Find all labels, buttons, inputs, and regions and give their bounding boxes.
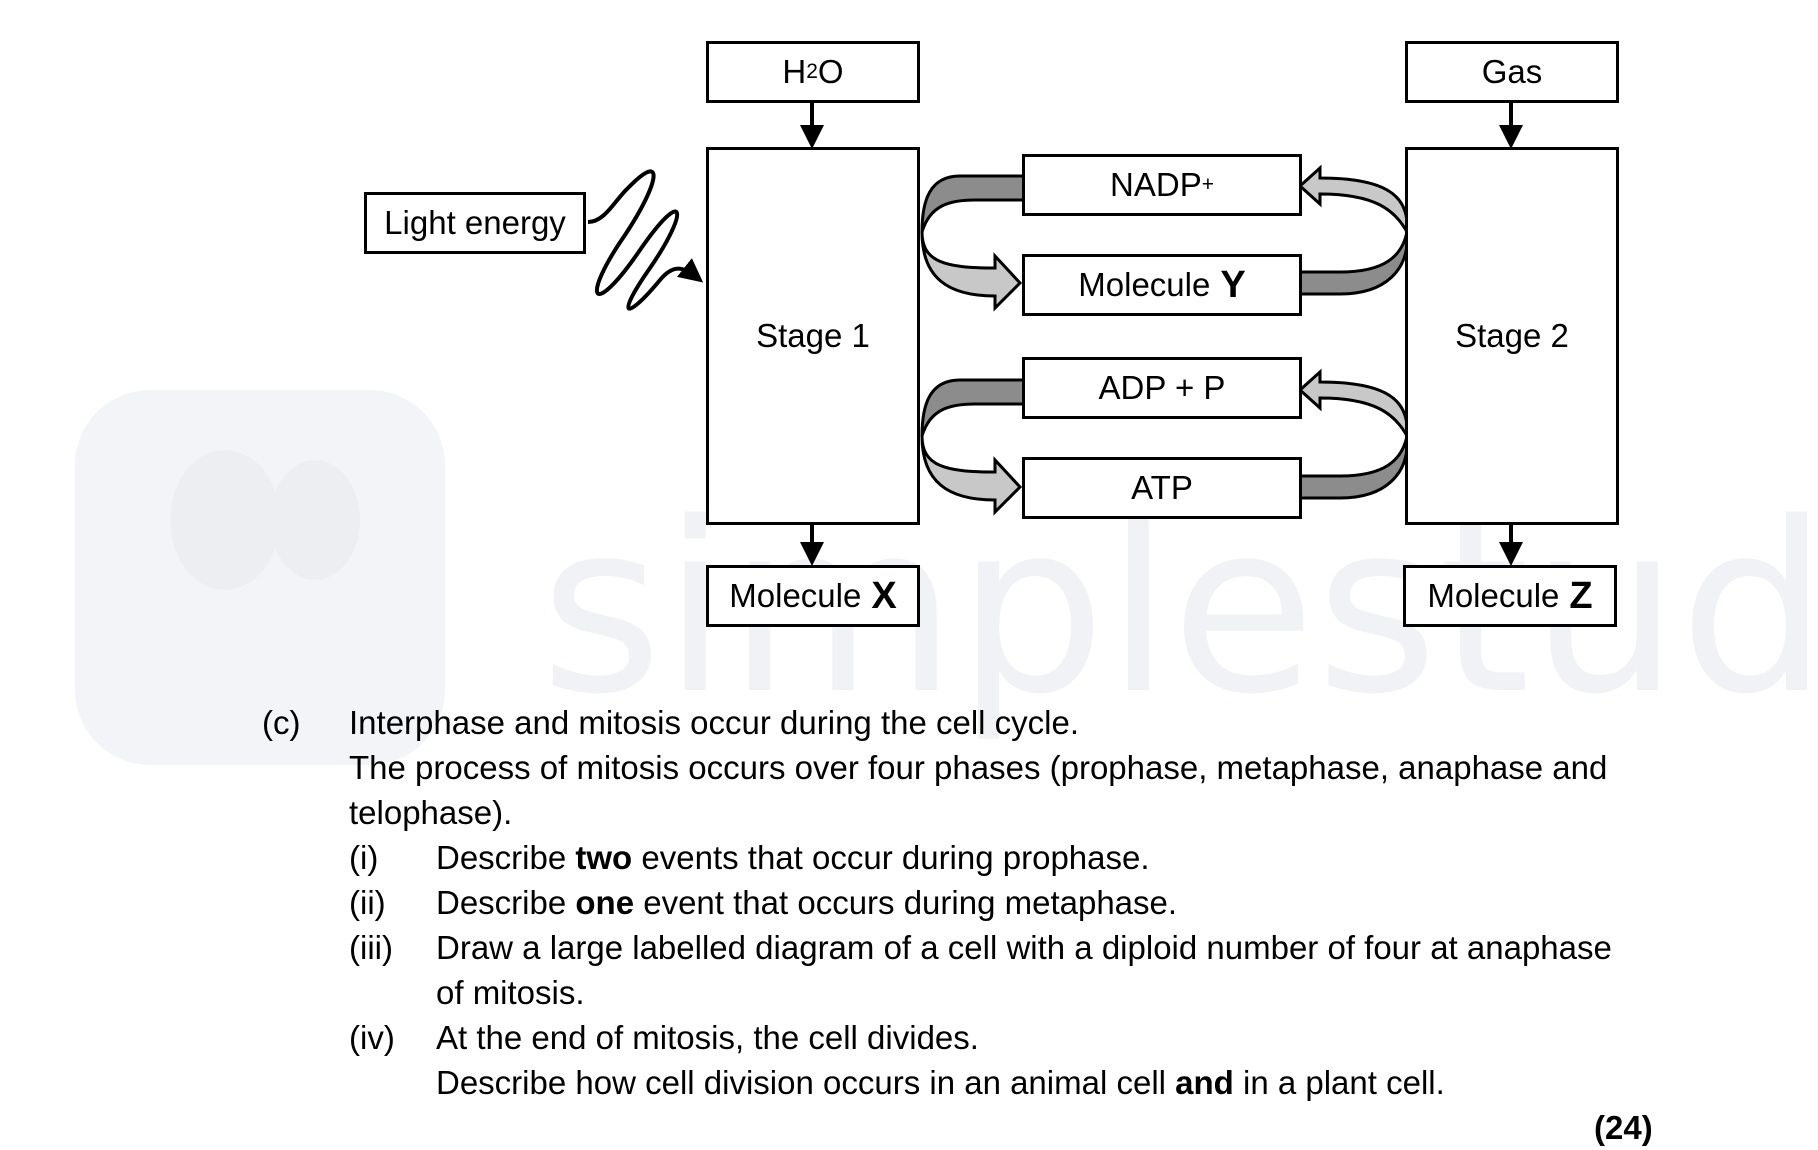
molecule-z-letter: Z [1569, 574, 1593, 617]
question-line-1: Interphase and mitosis occur during the … [349, 704, 1080, 741]
part-ii-number: (ii) [349, 884, 386, 921]
h2o-subscript: 2 [806, 60, 818, 83]
h2o-label: H [782, 53, 807, 90]
part-iv-number: (iv) [349, 1019, 395, 1056]
cycle-arrow-stage1-to-moly [920, 231, 1023, 312]
cycle-arrow-atp-to-stage2 [1298, 435, 1409, 500]
molecule-x-letter: X [871, 574, 897, 617]
part-iv-post: in a plant cell. [1233, 1064, 1445, 1101]
cycle-arrow-adp-to-stage1 [920, 378, 1028, 437]
question-label: (c) [262, 704, 301, 741]
light-energy-label: Light energy [384, 204, 566, 241]
molecule-y-label: Molecule [1078, 266, 1211, 303]
part-ii-pre: Describe [436, 884, 576, 921]
part-i-number: (i) [349, 839, 379, 876]
part-iii-number: (iii) [349, 929, 393, 966]
part-ii-bold: one [575, 884, 635, 921]
adp-box: ADP + P [1022, 357, 1302, 419]
part-i-pre: Describe [436, 839, 576, 876]
nadp-label: NADP [1110, 166, 1202, 203]
cycle-arrow-stage1-to-atp [920, 435, 1023, 516]
molecule-x-label: Molecule [729, 577, 862, 614]
part-i-bold: two [575, 839, 633, 876]
part-ii-post: event that occurs during metaphase. [634, 884, 1178, 921]
nadp-superscript: + [1201, 173, 1214, 196]
part-iv-pre: Describe how cell division occurs in an … [436, 1064, 1176, 1101]
part-iv-bold: and [1175, 1064, 1234, 1101]
adp-label: ADP + P [1098, 369, 1226, 406]
gas-box: Gas [1405, 41, 1619, 103]
part-iii-line-1: Draw a large labelled diagram of a cell … [436, 929, 1612, 966]
stage1-label: Stage 1 [756, 317, 870, 354]
part-iv-line-1: At the end of mitosis, the cell divides. [436, 1019, 979, 1056]
atp-box: ATP [1022, 457, 1302, 519]
part-iv-line-2: Describe how cell division occurs in an … [436, 1060, 1445, 1105]
stage1-box: Stage 1 [706, 147, 920, 525]
question-line-3: telophase). [349, 794, 513, 831]
part-i-post: events that occur during prophase. [632, 839, 1150, 876]
nadp-box: NADP+ [1022, 154, 1302, 216]
molecule-y-letter: Y [1220, 263, 1246, 306]
cycle-arrow-stage2-to-adp [1297, 368, 1409, 442]
h2o-label-o: O [817, 53, 844, 90]
light-energy-box: Light energy [364, 192, 586, 254]
stage2-label: Stage 2 [1455, 317, 1569, 354]
molecule-z-label: Molecule [1427, 577, 1560, 614]
cycle-arrow-stage2-to-nadp [1297, 164, 1409, 238]
cycle-arrow-nadp-to-stage1 [920, 174, 1028, 233]
light-wave-icon [587, 169, 704, 311]
marks-total: (24) [1594, 1109, 1653, 1146]
question-line-2: The process of mitosis occurs over four … [349, 749, 1608, 786]
cycle-arrow-moly-to-stage2 [1298, 231, 1409, 296]
atp-label: ATP [1131, 469, 1193, 506]
part-ii-text: Describe one event that occurs during me… [436, 880, 1177, 925]
part-i-text: Describe two events that occur during pr… [436, 835, 1150, 880]
gas-label: Gas [1481, 53, 1543, 90]
stage2-box: Stage 2 [1405, 147, 1619, 525]
part-iii-line-2: of mitosis. [436, 974, 585, 1011]
